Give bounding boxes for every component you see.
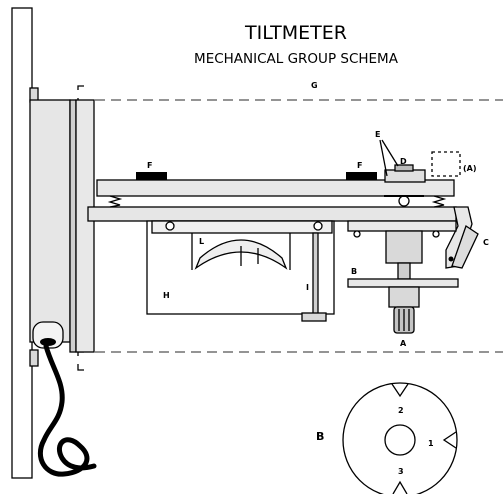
bracket-bolt-left <box>165 221 175 231</box>
disc-number-2: 2 <box>398 406 404 415</box>
wall-post <box>11 7 33 479</box>
support-arm <box>87 206 457 222</box>
level-vial-frame <box>191 233 291 270</box>
label-i: I <box>306 283 309 292</box>
label-f-right: F <box>357 161 362 170</box>
housing-rail <box>69 99 77 353</box>
pad-right <box>346 172 377 180</box>
label-e: E <box>375 130 380 139</box>
label-l: L <box>199 237 204 246</box>
screw-mount <box>347 220 457 232</box>
disc-notch-top <box>391 383 409 398</box>
sensor-cap <box>394 164 414 172</box>
cable <box>37 343 97 477</box>
upper-plate <box>96 179 455 197</box>
leader-e-2 <box>381 139 399 167</box>
disc-number-1: 1 <box>428 439 434 448</box>
level-vial <box>194 239 288 270</box>
spring-right <box>431 195 447 208</box>
label-f-left: F <box>147 161 152 170</box>
sensor-block <box>384 169 426 183</box>
disc-notch-bottom <box>392 480 408 494</box>
leader-e-1 <box>379 139 388 177</box>
knob-knurling <box>398 309 410 331</box>
housing-plate <box>75 99 95 353</box>
corner-bracket-bottom <box>77 351 84 371</box>
connector-socket <box>40 338 56 346</box>
disc-number-3: 3 <box>398 467 404 476</box>
mount-bolt-left <box>353 230 361 238</box>
bracket-bolt-right <box>313 221 323 231</box>
rod-nut <box>301 312 327 322</box>
screw-body-lower <box>388 286 420 308</box>
label-d: D <box>400 157 407 166</box>
screw-shaft <box>397 262 411 280</box>
label-b-upper: B <box>351 267 357 276</box>
diagram-subtitle: MECHANICAL GROUP SCHEMA <box>194 51 399 67</box>
pad-left <box>136 172 167 180</box>
reference-box <box>431 151 461 177</box>
lever-cover <box>451 224 479 269</box>
spring-left <box>107 195 123 208</box>
screw-plate <box>347 278 459 288</box>
label-a-lower: A <box>400 339 407 348</box>
level-housing <box>146 220 335 315</box>
detail-disc-hole <box>384 424 416 456</box>
pivot-ball <box>398 195 410 207</box>
threaded-rod <box>312 232 319 316</box>
screw-body-upper <box>385 230 423 264</box>
label-c: C <box>483 238 489 247</box>
diagram-title: TILTMETER <box>244 22 347 44</box>
disc-notch-right <box>442 431 457 449</box>
housing-body <box>29 99 71 343</box>
level-bracket <box>151 220 333 234</box>
label-a-paren: (A) <box>463 164 477 173</box>
label-h: H <box>163 291 170 300</box>
lever-pin <box>448 256 454 262</box>
housing-foot <box>29 349 39 367</box>
label-b-detail: B <box>316 430 324 443</box>
label-g: G <box>311 81 318 90</box>
mount-bolt-right <box>432 230 440 238</box>
